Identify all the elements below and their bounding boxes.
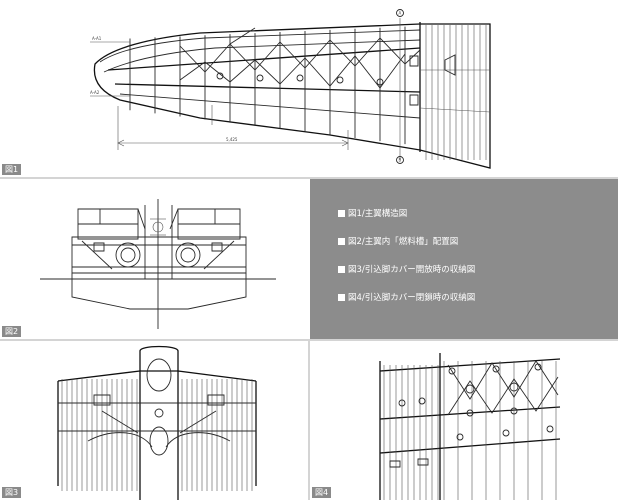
figure-2-panel: 図2 [0, 179, 308, 339]
square-bullet-icon [338, 237, 345, 245]
landing-gear-open-drawing [0, 341, 308, 500]
figure-3-panel: 図3 [0, 341, 308, 500]
caption-text: 図3/引込脚カバー開放時の収納図 [348, 265, 476, 275]
caption-list: 図1/主翼構造図 図2/主翼内「燃料槽」配置図 図3/引込脚カバー開放時の収納図… [338, 209, 475, 321]
figure-2-tag: 図2 [2, 326, 22, 337]
figure-1-tag: 図1 [2, 164, 22, 175]
square-bullet-icon [338, 209, 345, 217]
caption-item-1: 図1/主翼構造図 [338, 209, 475, 220]
divider-vertical-bottom [308, 341, 310, 500]
figure-1-panel: 5,425 A-A1 A-A2 A B 図1 [0, 0, 618, 177]
divider-horizontal-bottom [0, 339, 618, 341]
caption-item-2: 図2/主翼内「燃料槽」配置図 [338, 237, 475, 248]
landing-gear-closed-drawing [310, 341, 618, 500]
divider-horizontal-top [0, 177, 618, 179]
caption-text: 図4/引込脚カバー閉鎖時の収納図 [348, 293, 476, 303]
figure-4-tag: 図4 [312, 487, 332, 498]
dimension-label: 5,425 [226, 137, 238, 142]
square-bullet-icon [338, 293, 345, 301]
caption-text: 図1/主翼構造図 [348, 209, 408, 219]
figure-3-tag: 図3 [2, 487, 22, 498]
caption-item-4: 図4/引込脚カバー閉鎖時の収納図 [338, 293, 475, 304]
caption-panel: 図1/主翼構造図 図2/主翼内「燃料槽」配置図 図3/引込脚カバー開放時の収納図… [310, 179, 618, 339]
caption-text: 図2/主翼内「燃料槽」配置図 [348, 237, 459, 247]
svg-text:A-A1: A-A1 [92, 36, 102, 41]
svg-text:A-A2: A-A2 [90, 90, 100, 95]
wing-structure-drawing: 5,425 A-A1 A-A2 A B [90, 0, 618, 177]
caption-item-3: 図3/引込脚カバー開放時の収納図 [338, 265, 475, 276]
figure-4-panel: 図4 [310, 341, 618, 500]
section-mark-top: A [399, 11, 402, 16]
section-mark-bottom: B [399, 158, 402, 163]
fuel-tank-layout-drawing [0, 179, 308, 339]
square-bullet-icon [338, 265, 345, 273]
